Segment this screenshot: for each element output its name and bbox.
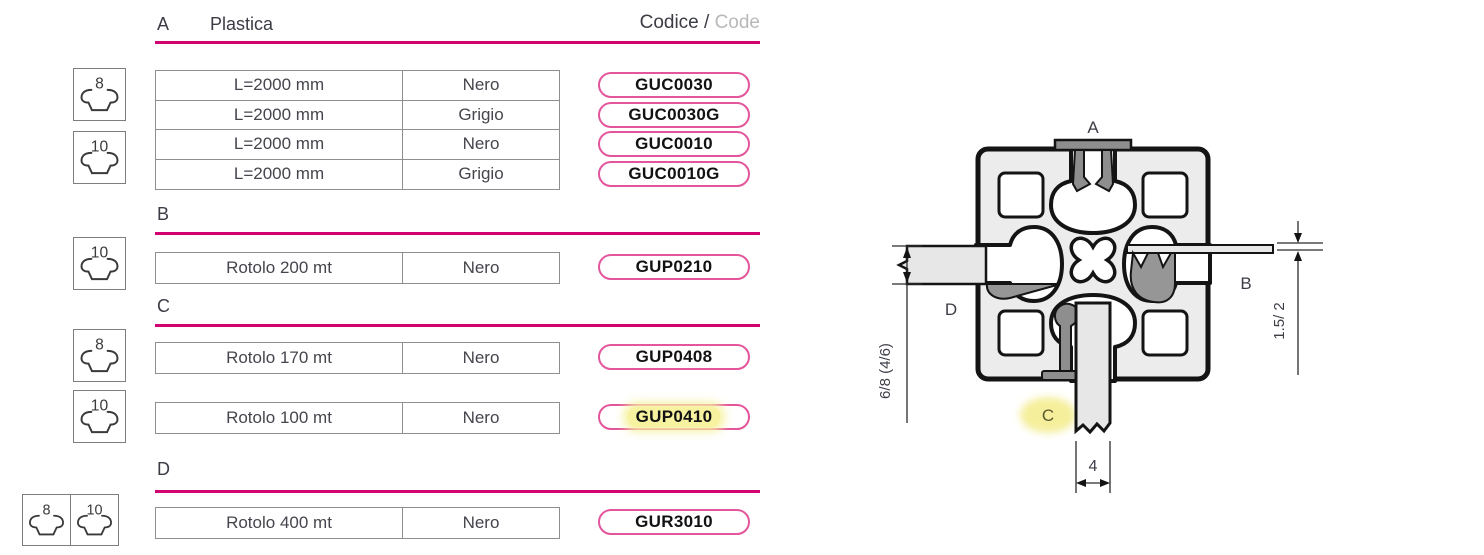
table-cell: Rotolo 400 mt — [156, 508, 403, 538]
table-cell: Grigio — [403, 101, 559, 130]
c-label-highlight — [1020, 397, 1076, 433]
code-text: GUC0010 — [635, 134, 713, 153]
section-a-rule — [155, 41, 760, 44]
table-cell: Nero — [462, 407, 500, 427]
dim-arrow-up — [903, 247, 911, 258]
code-pill: GUC0030 — [598, 72, 750, 98]
code-text: GUR3010 — [635, 512, 713, 531]
table-cell: Nero — [403, 130, 559, 160]
gasket-b — [1129, 249, 1176, 304]
dim-left-label: 6/8 (4/6) — [877, 343, 894, 399]
dim-arrow-up — [1294, 251, 1302, 261]
center-bore-hole — [1069, 236, 1117, 284]
code-pill-highlighted: GUP0410 — [598, 404, 750, 430]
profile-size-label: 8 — [95, 76, 104, 93]
code-label: Code — [714, 12, 760, 33]
code-pill: GUC0030G — [598, 102, 750, 128]
cover-profile-a — [1053, 138, 1133, 152]
dimension-right — [1277, 221, 1323, 375]
table-cell: Rotolo 100 mt — [156, 403, 403, 433]
profile-8-icon: 8 — [73, 329, 126, 382]
section-c-table-row2: Rotolo 100 mt Nero — [155, 402, 560, 434]
dim-right-label: 1.5/ 2 — [1271, 302, 1288, 340]
table-cell: Rotolo 200 mt — [156, 253, 403, 283]
section-b-table: Rotolo 200 mt Nero — [155, 252, 560, 284]
table-cell: Nero — [462, 257, 500, 277]
code-text: GUP0210 — [635, 257, 713, 276]
code-text-highlighted: GUP0410 — [627, 407, 721, 427]
section-d-label: D — [157, 459, 170, 479]
t-slot-top — [1049, 145, 1137, 235]
dim-bottom-label: 4 — [1089, 458, 1098, 475]
code-text: GUC0030 — [635, 75, 713, 94]
code-text: GUC0010G — [628, 164, 720, 183]
table-cell: Nero — [403, 71, 559, 101]
profile-size-label: 8 — [95, 337, 104, 354]
table-cell: Rotolo 170 mt — [156, 343, 403, 373]
page-title: Plastica — [210, 14, 274, 34]
panel-b — [1126, 244, 1274, 254]
clip-profile-c-foot — [1041, 370, 1080, 381]
profile-size-label: 8 — [42, 503, 50, 519]
section-a-table: L=2000 mm Nero L=2000 mm Grigio L=2000 m… — [155, 70, 560, 190]
profile-size-label: 10 — [91, 245, 109, 262]
code-pill: GUC0010 — [598, 131, 750, 157]
profile-size-label: 10 — [86, 503, 102, 519]
profile-8-icon: 8 — [22, 494, 71, 546]
section-d-rule — [155, 490, 760, 493]
dim-arrow-left — [1076, 479, 1086, 487]
section-b-rule — [155, 232, 760, 235]
profile-8-icon: 8 — [73, 68, 126, 121]
corner-cavity — [997, 171, 1045, 219]
profile-cross-section-diagram: 6/8 (4/6) 1.5/ 2 4 A B C D — [863, 93, 1383, 543]
corner-cavity — [1141, 171, 1189, 219]
corner-cavity — [997, 309, 1045, 357]
diagram-label-c: C — [1042, 406, 1054, 425]
code-pill: GUP0408 — [598, 344, 750, 370]
profile-size-label: 10 — [91, 139, 109, 156]
section-c-rule — [155, 324, 760, 327]
section-d-table: Rotolo 400 mt Nero — [155, 507, 560, 539]
gasket-d — [985, 283, 1058, 300]
section-c-label: C — [157, 296, 170, 316]
diagram-label-a: A — [1087, 118, 1099, 137]
table-cell: L=2000 mm — [156, 71, 403, 101]
profile-10-icon: 10 — [73, 390, 126, 443]
table-cell: L=2000 mm — [156, 130, 403, 160]
dim-arrow-right — [1100, 479, 1110, 487]
codice-label: Codice / — [639, 12, 710, 33]
profile-10-icon: 10 — [73, 237, 126, 290]
code-pill: GUR3010 — [598, 509, 750, 535]
profile-size-label: 10 — [91, 398, 109, 415]
code-pill: GUC0010G — [598, 161, 750, 187]
profile-10-icon: 10 — [70, 494, 119, 546]
diagram-label-d: D — [945, 300, 957, 319]
dim-arrow-down — [903, 272, 911, 283]
code-text: GUP0408 — [635, 347, 713, 366]
t-slot-left — [974, 225, 1064, 303]
table-cell: L=2000 mm — [156, 100, 403, 130]
codice-code-header: Codice / Code — [560, 12, 760, 34]
code-pill: GUP0210 — [598, 254, 750, 280]
profile-8-10-icon-pair: 8 10 — [22, 494, 119, 546]
dim-arrow-down — [1294, 233, 1302, 243]
profile-10-icon: 10 — [73, 131, 126, 184]
panel-c — [1074, 301, 1112, 435]
section-b-label: B — [157, 204, 170, 224]
table-cell: L=2000 mm — [156, 159, 403, 189]
diagram-label-b: B — [1240, 274, 1251, 293]
panel-d — [896, 244, 988, 286]
code-text: GUC0030G — [628, 105, 720, 124]
cover-profile-a-leg — [1094, 149, 1115, 193]
section-a-label: A — [157, 14, 170, 34]
table-cell: Nero — [462, 347, 500, 367]
section-c-table-row1: Rotolo 170 mt Nero — [155, 342, 560, 374]
corner-cavity — [1141, 309, 1189, 357]
table-cell: Nero — [462, 512, 500, 532]
cover-profile-a-leg — [1071, 149, 1092, 193]
table-cell: Grigio — [458, 164, 504, 184]
